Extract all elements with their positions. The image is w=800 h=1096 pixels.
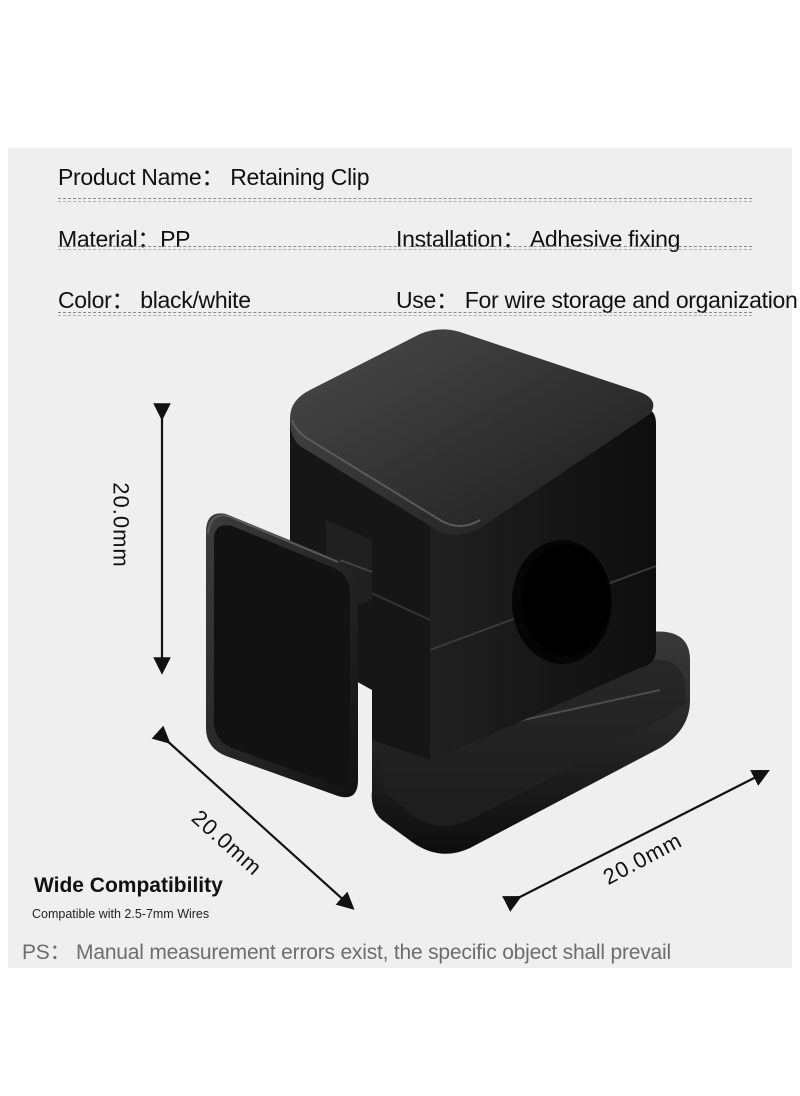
divider xyxy=(58,246,752,250)
compatibility-title: Wide Compatibility xyxy=(34,874,223,897)
divider xyxy=(58,312,752,316)
spec-use: Use： For wire storage and organization xyxy=(396,287,798,313)
spec-material: Material：PP xyxy=(58,226,191,252)
measurement-note: PS： Manual measurement errors exist, the… xyxy=(22,941,671,964)
width-arrow xyxy=(502,770,770,912)
spec-installation: Installation： Adhesive fixing xyxy=(396,226,681,252)
spec-product-name: Product Name： Retaining Clip xyxy=(58,164,370,190)
depth-arrow xyxy=(151,725,355,910)
compatibility-subtitle: Compatible with 2.5-7mm Wires xyxy=(32,907,210,921)
divider xyxy=(58,198,752,202)
spec-color: Color： black/white xyxy=(58,287,251,313)
